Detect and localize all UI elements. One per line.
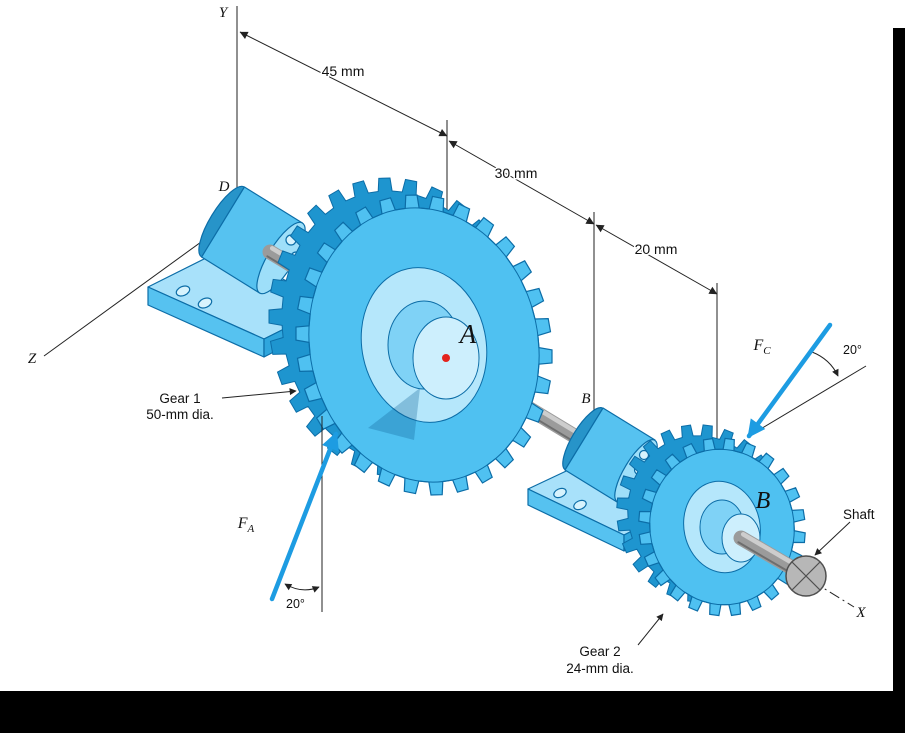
force-fc-label: FC (752, 337, 771, 357)
gear1-name-label: Gear 1 (159, 391, 200, 406)
fc-angle-label: 20° (843, 343, 862, 357)
gear-1 (268, 177, 553, 496)
force-fa-vector (269, 431, 339, 602)
dimension-20mm-label: 20 mm (635, 241, 678, 257)
shaft-front-stub (733, 530, 827, 597)
dimension-line-20mm (595, 224, 718, 295)
shaft-label: Shaft (843, 507, 875, 522)
gear-2-root-circle (649, 448, 795, 606)
z-axis-label: Z (28, 351, 37, 367)
bearing-d-bolt-hole-1 (175, 285, 191, 297)
fa-symbol: F (237, 515, 248, 532)
gear2-leader-line (637, 613, 664, 646)
shaft-end-hatch-2 (791, 561, 821, 591)
x-axis-label: X (855, 605, 866, 621)
z-axis-line (43, 220, 231, 357)
fa-angle-arc (284, 583, 320, 593)
gear2-name-label: Gear 2 (579, 644, 620, 659)
gear1-center-label: A (458, 319, 477, 349)
gear1-diameter-label: 50-mm dia. (146, 407, 214, 422)
fa-subscript: A (247, 523, 255, 535)
dimension-line-45mm (239, 31, 448, 137)
y-axis-label: Y (219, 5, 229, 21)
shaft-leader-line (814, 521, 851, 556)
bearing-b-bolt-hole-2 (573, 499, 587, 511)
fc-subscript: C (763, 345, 771, 357)
gear2-center-label: B (756, 488, 771, 514)
bearing-d-label: D (218, 179, 230, 195)
gear-1-center-dot (442, 354, 450, 362)
force-fa-label: FA (237, 515, 255, 535)
bottom-black-bar (0, 691, 905, 733)
gear-2 (616, 424, 806, 617)
dimension-30mm-label: 30 mm (495, 165, 538, 181)
fc-angle-arc (811, 351, 839, 377)
bearing-b-bolt-hole-1 (553, 487, 567, 499)
gear1-leader-line (221, 388, 297, 399)
gear2-diameter-label: 24-mm dia. (566, 661, 634, 676)
bearing-d-bolt-hole-2 (197, 297, 213, 309)
fc-reference-line (748, 365, 867, 437)
fa-angle-label: 20° (286, 597, 305, 611)
force-fc-vector (746, 322, 833, 439)
gear-1-root-circle (308, 207, 540, 483)
bearing-b-label: B (581, 391, 590, 407)
gear-1-shadow-wedge (368, 388, 420, 440)
right-black-bar (893, 28, 905, 733)
dimension-45mm-label: 45 mm (322, 63, 365, 79)
dimension-line-30mm (448, 140, 595, 225)
fc-symbol: F (752, 337, 763, 354)
